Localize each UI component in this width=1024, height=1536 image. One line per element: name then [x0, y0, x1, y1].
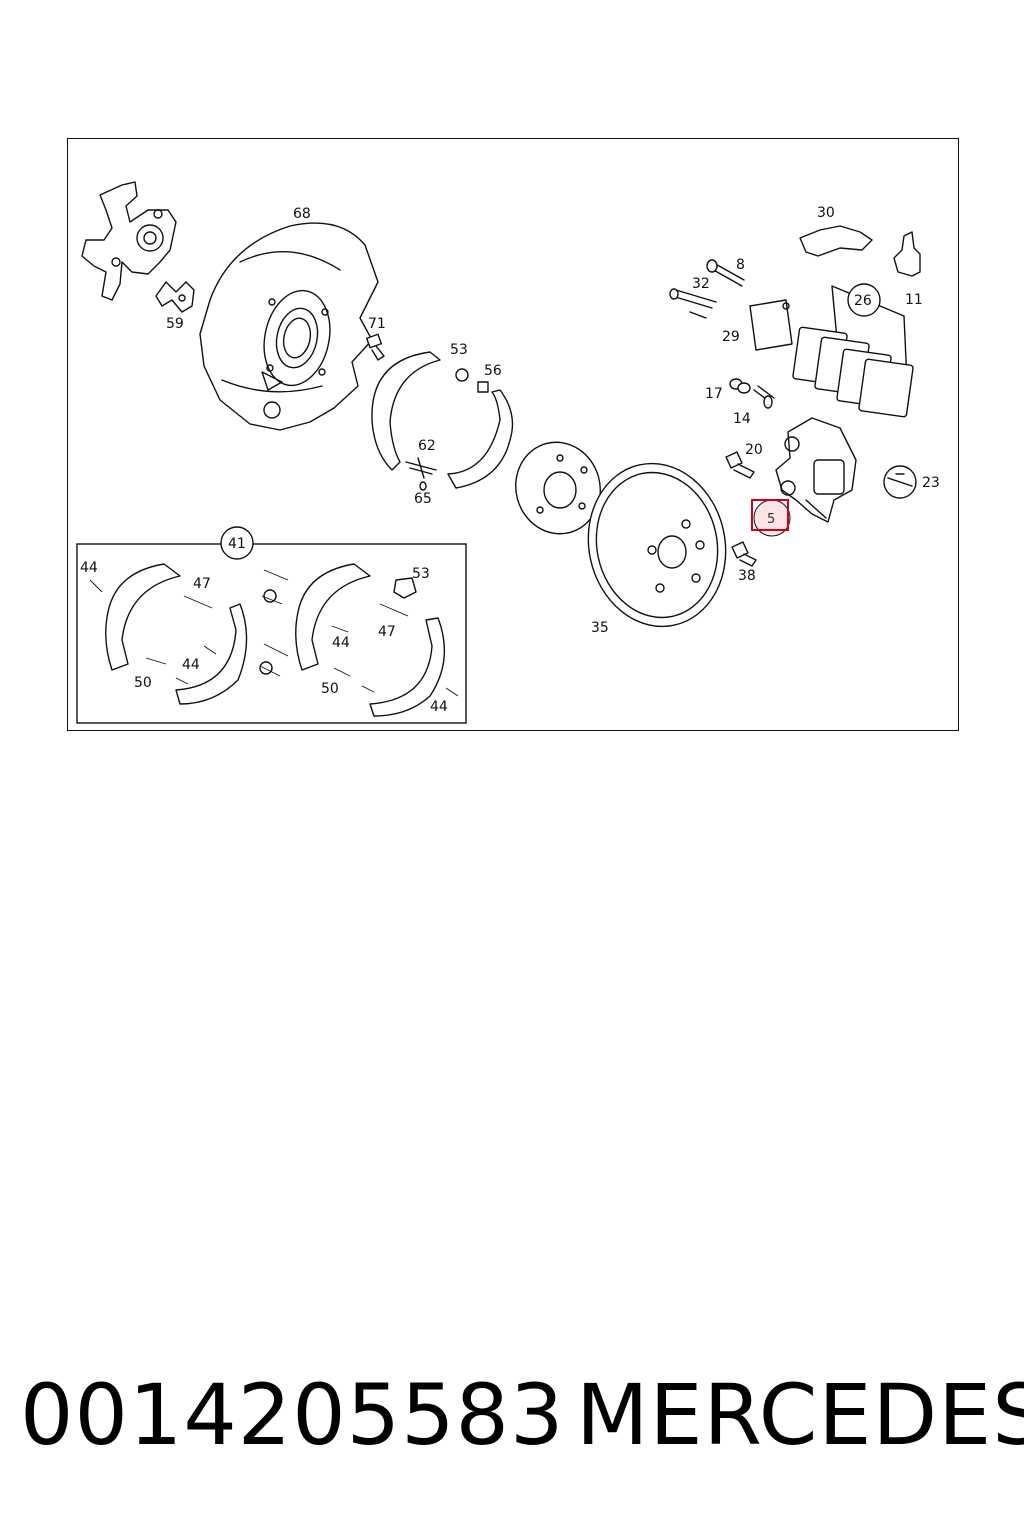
label-50-inset-2: 50: [321, 681, 339, 697]
inset-shoe-left: [89, 563, 289, 705]
label-65: 65: [414, 491, 432, 507]
knuckle-part: [81, 181, 177, 301]
label-47-inset-2: 47: [378, 624, 396, 640]
part-5-callout: [751, 499, 791, 537]
wrench-symbol-23: [883, 465, 917, 499]
clip-30-part: [799, 225, 873, 257]
highlight-box: [751, 499, 789, 531]
label-5: 5: [767, 512, 775, 527]
bolt-38-part: [731, 541, 757, 567]
pin-8-part: [706, 259, 745, 287]
label-44-inset-3: 44: [332, 635, 350, 651]
diagram-frame: [67, 138, 959, 731]
label-35: 35: [591, 620, 609, 636]
label-62: 62: [418, 438, 436, 454]
label-50-inset-1: 50: [134, 675, 152, 691]
adjuster-62-part: [405, 457, 437, 491]
part-number: 0014205583: [20, 1366, 565, 1464]
bolt-20-part: [725, 451, 755, 479]
sensor-32-part: [669, 288, 717, 319]
label-11: 11: [905, 292, 923, 308]
label-32: 32: [692, 276, 710, 292]
label-23: 23: [922, 475, 940, 491]
label-44-inset-4: 44: [430, 699, 448, 715]
shoe-kit-inset: [76, 543, 467, 724]
label-47-inset-1: 47: [193, 576, 211, 592]
shim-29-part: [749, 299, 793, 351]
wheel-hub-part: [515, 441, 601, 535]
backing-plate-68-part: [199, 222, 379, 431]
label-41: 41: [228, 536, 246, 552]
label-44-inset-2: 44: [182, 657, 200, 673]
brake-pad-set-26-part: [792, 283, 914, 418]
label-17: 17: [705, 386, 723, 402]
brake-disc-35-part: [587, 462, 727, 628]
label-68: 68: [293, 206, 311, 222]
label-8: 8: [736, 257, 745, 273]
label-30: 30: [817, 205, 835, 221]
label-44-inset-1: 44: [80, 560, 98, 576]
label-71: 71: [368, 316, 386, 332]
caliper-part: [775, 417, 857, 523]
parking-shoe-part: [371, 351, 514, 489]
brand-name: MERCEDES: [576, 1366, 1024, 1464]
label-14: 14: [733, 411, 751, 427]
footer: 0014205583 MERCEDES: [0, 1360, 1024, 1470]
label-56: 56: [484, 363, 502, 379]
bushings-17-14-part: [729, 378, 775, 409]
label-53-inset: 53: [412, 566, 430, 582]
clip-11-part: [893, 231, 921, 277]
label-53: 53: [450, 342, 468, 358]
label-59: 59: [166, 316, 184, 332]
label-38: 38: [738, 568, 756, 584]
label-29: 29: [722, 329, 740, 345]
bolt-71-part: [365, 333, 385, 361]
label-26: 26: [854, 293, 872, 309]
bracket-59-part: [155, 281, 195, 313]
inset-shoe-right: [295, 563, 459, 717]
label-20: 20: [745, 442, 763, 458]
